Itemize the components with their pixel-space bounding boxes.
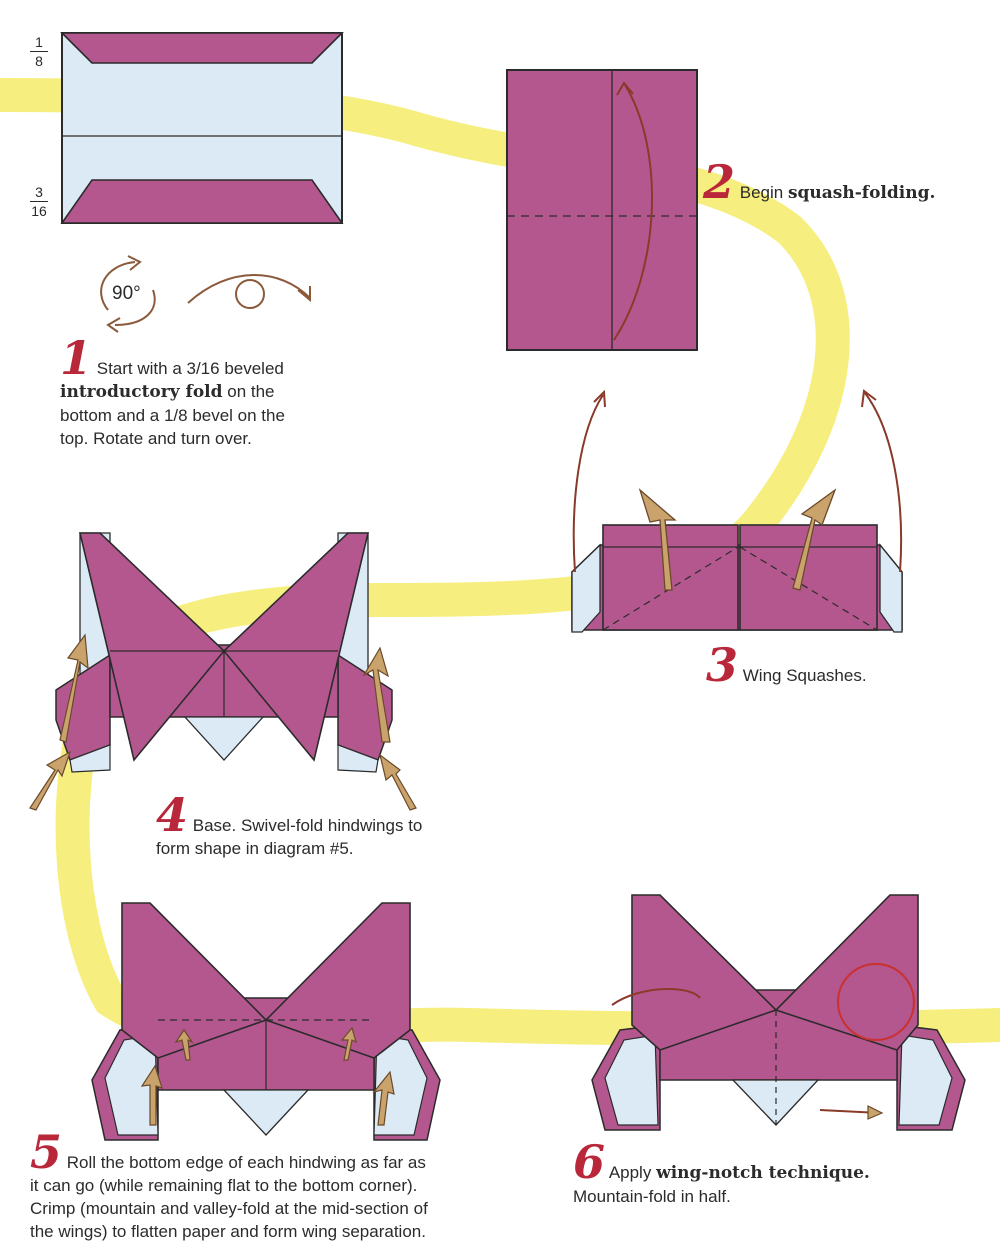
step3-arrow-right [792, 488, 837, 591]
step-5-text-a: Roll the bottom edge of each hindwing as… [66, 1153, 426, 1172]
fraction-bottom-denominator: 16 [31, 203, 47, 219]
step3-figure [571, 389, 903, 633]
step-4-text-b: form shape in diagram #5. [156, 839, 354, 858]
step-1-text-a: Start with a 3/16 beveled [96, 359, 284, 378]
step-5-text-b: it can go (while remaining flat to the b… [30, 1176, 418, 1195]
fraction-top-numerator: 1 [35, 34, 43, 50]
step-6-bold: wing-notch technique. [656, 1163, 870, 1183]
step2-figure [506, 69, 698, 351]
step-5-text-d: the wings) to flatten paper and form win… [30, 1222, 426, 1241]
fraction-bottom: 3 16 [28, 184, 50, 219]
step-4-number: 4 [156, 788, 189, 842]
rotate-90-icon [100, 255, 156, 333]
step-4-caption: 4 Base. Swivel-fold hindwings to form sh… [156, 792, 476, 860]
step-2-caption: 2 Begin squash-folding. [703, 159, 993, 205]
fraction-top-denominator: 8 [35, 53, 43, 69]
step6-figure [591, 894, 966, 1131]
step-3-caption: 3 Wing Squashes. [706, 642, 966, 688]
step5-figure [91, 902, 441, 1141]
turn-over-icon [187, 274, 311, 309]
step4-figure [29, 532, 417, 811]
step-3-number: 3 [706, 638, 739, 692]
fraction-top: 1 8 [28, 34, 50, 69]
step-5-text-c: Crimp (mountain and valley-fold at the m… [30, 1199, 428, 1218]
step-2-bold: squash-folding. [787, 183, 936, 203]
rotate-label: 90° [112, 283, 141, 304]
fraction-bottom-numerator: 3 [35, 184, 43, 200]
step-1-bold: introductory fold [60, 382, 223, 402]
step-1-caption: 1 Start with a 3/16 beveled introductory… [60, 335, 360, 450]
step-2-number: 2 [703, 155, 736, 209]
step-5-number: 5 [30, 1125, 63, 1179]
step-6-caption: 6 Apply wing-notch technique. Mountain-f… [573, 1139, 983, 1208]
step-1-text-d: top. Rotate and turn over. [60, 429, 252, 448]
step-1-text-b: on the [222, 382, 275, 401]
step-5-caption: 5 Roll the bottom edge of each hindwing … [30, 1129, 500, 1243]
step1-figure [60, 32, 344, 224]
step-1-text-c: bottom and a 1/8 bevel on the [60, 406, 285, 425]
step-3-text-a: Wing Squashes. [742, 666, 867, 685]
step-4-text-a: Base. Swivel-fold hindwings to [192, 816, 423, 835]
step-2-text-a: Begin [739, 183, 788, 202]
step3-arrow-left [638, 488, 677, 591]
step-6-text-a: Apply [608, 1163, 657, 1182]
step-6-text-b: Mountain-fold in half. [573, 1187, 731, 1206]
step-1-number: 1 [60, 331, 93, 385]
step-6-number: 6 [573, 1135, 606, 1189]
